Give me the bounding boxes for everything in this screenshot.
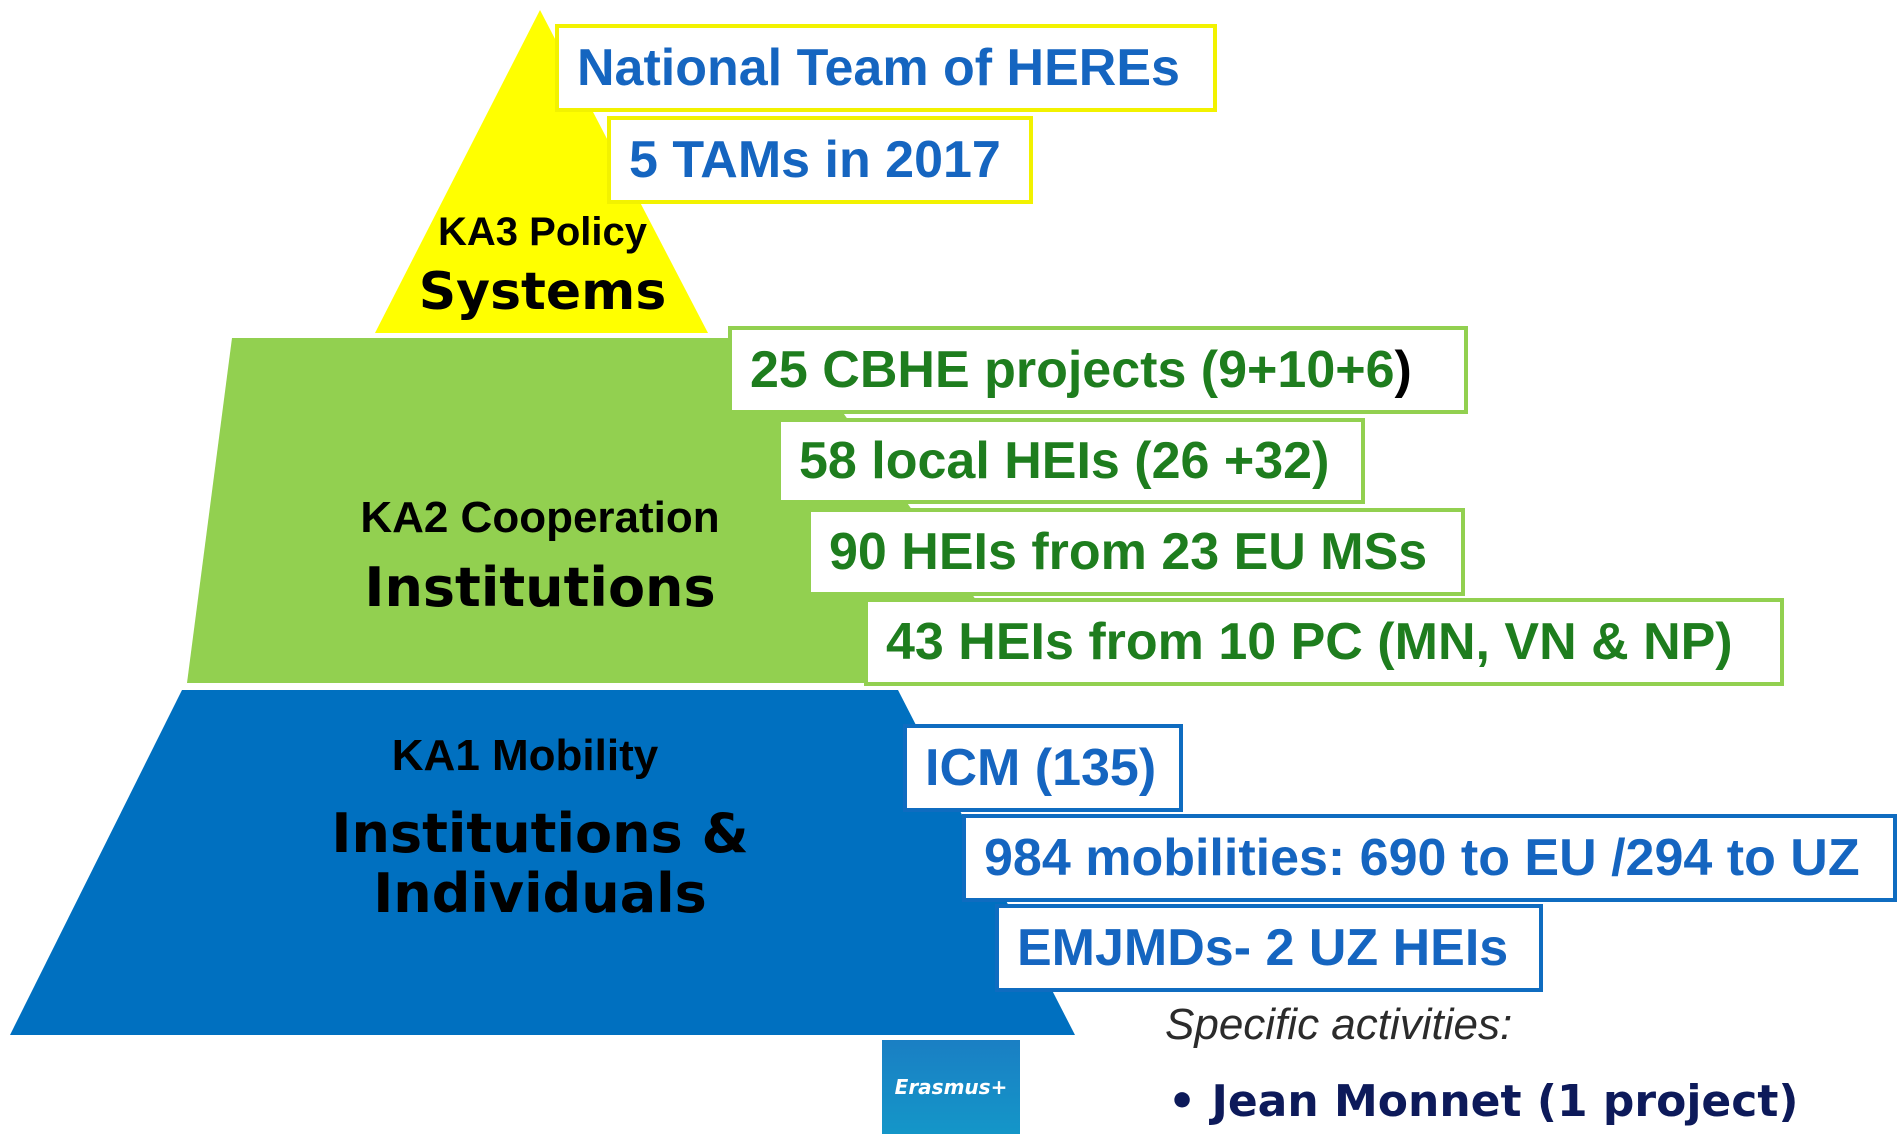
jean-monnet-text: Jean Monnet (1 project) <box>1211 1076 1799 1127</box>
ka3-target-label: Systems <box>418 262 667 322</box>
ka1-box-emjmds: EMJMDs- 2 UZ HEIs <box>995 904 1543 992</box>
ka2-box-pc-heis: 43 HEIs from 10 PC (MN, VN & NP) <box>864 598 1784 686</box>
specific-activities-label: Specific activities: <box>1165 1000 1513 1049</box>
ka2-program-label: KA2 Cooperation <box>360 493 720 542</box>
jean-monnet-item: • Jean Monnet (1 project) <box>1168 1076 1798 1127</box>
pyramid-level-ka3 <box>375 10 708 333</box>
ka3-box-national-team-text: National Team of HEREs <box>577 39 1180 97</box>
erasmus-plus-logo: Erasmus+ <box>882 1040 1020 1134</box>
ka3-program-label: KA3 Policy <box>438 210 647 254</box>
ka1-box-emjmds-text: EMJMDs- 2 UZ HEIs <box>1017 919 1509 977</box>
ka1-target-label-line2: Individuals <box>373 862 707 925</box>
ka2-box-cbhe-projects-text: 25 CBHE projects (9+10+6 <box>750 341 1395 399</box>
ka1-box-mobilities: 984 mobilities: 690 to EU /294 to UZ <box>962 814 1897 902</box>
ka1-box-mobilities-text: 984 mobilities: 690 to EU /294 to UZ <box>984 829 1860 887</box>
ka3-box-tams-text: 5 TAMs in 2017 <box>629 131 1001 189</box>
ka1-target-label-line1: Institutions & <box>331 802 749 865</box>
ka2-box-pc-heis-text: 43 HEIs from 10 PC (MN, VN & NP) <box>886 613 1733 671</box>
bullet-icon: • <box>1168 1076 1197 1127</box>
ka1-box-icm-text: ICM (135) <box>925 739 1157 797</box>
ka2-box-cbhe-projects-paren: ) <box>1394 341 1412 399</box>
ka2-box-local-heis-text: 58 local HEIs (26 +32) <box>799 432 1330 490</box>
ka2-target-label: Institutions <box>364 556 716 619</box>
ka2-box-eu-heis-text: 90 HEIs from 23 EU MSs <box>829 523 1428 581</box>
ka3-box-tams: 5 TAMs in 2017 <box>607 116 1033 204</box>
ka1-box-icm: ICM (135) <box>903 724 1183 812</box>
ka2-box-eu-heis: 90 HEIs from 23 EU MSs <box>807 508 1465 596</box>
ka3-box-national-team: National Team of HEREs <box>555 24 1217 112</box>
erasmus-plus-logo-text: Erasmus+ <box>894 1075 1008 1099</box>
ka2-box-cbhe-projects: 25 CBHE projects (9+10+6) <box>728 326 1468 414</box>
ka1-program-label: KA1 Mobility <box>391 731 659 780</box>
pyramid-level-ka1 <box>10 690 1075 1035</box>
ka2-box-local-heis: 58 local HEIs (26 +32) <box>777 418 1365 504</box>
